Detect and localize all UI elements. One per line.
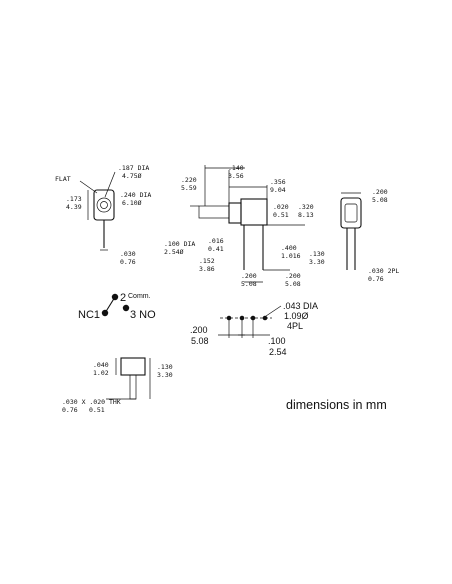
terminal-h1-mm: 1.02	[93, 369, 109, 377]
side-d8-in: .400	[281, 244, 297, 252]
side-view: .220 5.59 .140 3.56 .356 9.04 .020 0.51 …	[164, 164, 325, 288]
front-dia-outer-in: .187 DIA	[118, 164, 149, 172]
schematic-com: 2	[120, 292, 126, 304]
front-actuator-inner	[100, 201, 108, 209]
end-w-in: .200	[372, 188, 388, 196]
pin-count: 4PL	[287, 321, 303, 331]
side-d7-in: .016	[208, 237, 224, 245]
front-dia-outer-mm: 4.75Ø	[122, 172, 142, 180]
side-d2-in: .140	[228, 164, 244, 172]
schematic-lever	[104, 296, 116, 314]
pin-span-in: .200	[190, 325, 208, 335]
front-height-in: .173	[66, 195, 82, 203]
side-d7-mm: 0.41	[208, 245, 224, 253]
pin-pitch-mm: 2.54	[269, 347, 287, 357]
pin-hole-2	[239, 315, 245, 321]
front-dia-body-mm: 6.10Ø	[122, 199, 142, 207]
pin-hole-mm: 1.09Ø	[284, 311, 309, 321]
side-d11-mm: 5.08	[241, 280, 257, 288]
side-d4-mm: 0.51	[273, 211, 289, 219]
terminal-detail: .040 1.02 .130 3.30 .030 X .020 THK 0.76…	[62, 357, 173, 414]
terminal-h2-mm: 3.30	[157, 371, 173, 379]
side-d6-in: .100 DIA	[164, 240, 195, 248]
end-pin-in: .030 2PL	[368, 267, 399, 275]
side-d12-in: .200	[285, 272, 301, 280]
schematic: NC1 2 Comm. 3 NO	[78, 292, 156, 321]
pin-hole-leader	[265, 305, 282, 317]
side-d8-mm: 1.016	[281, 252, 301, 260]
pin-hole-4	[262, 315, 268, 321]
end-body	[340, 197, 362, 229]
side-d3-mm: 9.04	[270, 186, 286, 194]
side-body	[240, 198, 268, 226]
side-d1-in: .220	[181, 176, 197, 184]
side-d9-in: .130	[309, 250, 325, 258]
side-d9-mm: 3.30	[309, 258, 325, 266]
side-d6-mm: 2.54Ø	[164, 248, 184, 256]
side-d12-mm: 5.08	[285, 280, 301, 288]
side-d3-in: .356	[270, 178, 286, 186]
schematic-no-contact	[122, 304, 130, 312]
front-pin-in: .030	[120, 250, 136, 258]
terminal-thk-mm1: 0.76	[62, 406, 78, 414]
schematic-nc: NC1	[78, 309, 100, 321]
front-height-mm: 4.39	[66, 203, 82, 211]
side-d10-in: .152	[199, 257, 215, 265]
front-dia-body-in: .240 DIA	[120, 191, 151, 199]
side-bushing	[228, 202, 242, 224]
side-d5-in: .320	[298, 203, 314, 211]
front-pin-mm: 0.76	[120, 258, 136, 266]
front-dia-leader	[104, 171, 116, 198]
front-flat: FLAT	[55, 175, 71, 183]
side-d1-mm: 5.59	[181, 184, 197, 192]
pin-hole-1	[226, 315, 232, 321]
side-d11-in: .200	[241, 272, 257, 280]
front-view: FLAT .187 DIA 4.75Ø .240 DIA 6.10Ø .173 …	[55, 164, 151, 266]
schematic-no: 3 NO	[130, 309, 156, 321]
terminal-thk-mm2: 0.51	[89, 406, 105, 414]
side-actuator	[198, 205, 230, 219]
terminal-lead	[129, 374, 137, 400]
pin-pitch-in: .100	[268, 336, 286, 346]
terminal-thk-in: .030 X .020 THK	[62, 398, 121, 406]
pin-pattern: .043 DIA 1.09Ø 4PL .200 5.08 .100 2.54	[190, 301, 318, 357]
end-view: .200 5.08 .030 2PL 0.76	[340, 188, 399, 283]
side-d2-mm: 3.56	[228, 172, 244, 180]
terminal-h2-in: .130	[157, 363, 173, 371]
pin-hole-in: .043 DIA	[283, 301, 318, 311]
end-inner	[344, 203, 358, 223]
front-flat-leader	[79, 180, 98, 194]
side-d4-in: .020	[273, 203, 289, 211]
end-w-mm: 5.08	[372, 196, 388, 204]
front-actuator-outer	[96, 197, 112, 213]
end-pin-mm: 0.76	[368, 275, 384, 283]
side-d5-mm: 8.13	[298, 211, 314, 219]
terminal-h1-in: .040	[93, 361, 109, 369]
terminal-body	[120, 357, 146, 376]
schematic-com-label: Comm.	[128, 293, 151, 300]
pin-span-mm: 5.08	[191, 336, 209, 346]
pin-hole-3	[250, 315, 256, 321]
units-caption: dimensions in mm	[286, 398, 387, 412]
side-d10-mm: 3.86	[199, 265, 215, 273]
